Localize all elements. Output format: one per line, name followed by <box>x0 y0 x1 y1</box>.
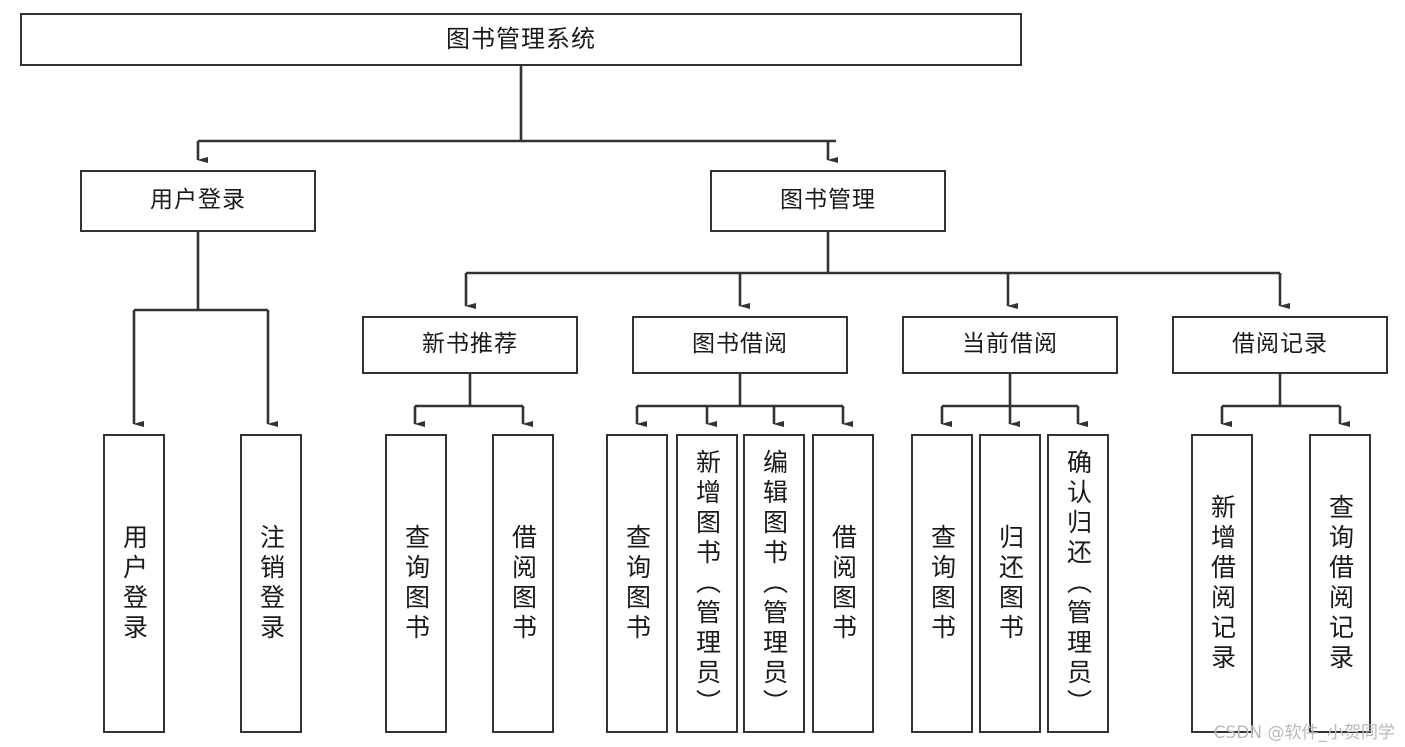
leaf-borrow-book[interactable]: 借阅图书 <box>812 434 874 733</box>
node-label: 用户登录 <box>119 523 149 644</box>
node-root-system[interactable]: 图书管理系统 <box>20 13 1022 66</box>
csdn-watermark: CSDN @软件_小贺同学 <box>1213 723 1395 743</box>
node-new-book-recommend[interactable]: 新书推荐 <box>362 316 578 374</box>
node-book-manage[interactable]: 图书管理 <box>710 170 946 232</box>
leaf-user-login[interactable]: 用户登录 <box>103 434 165 733</box>
leaf-confirm-return[interactable]: 确认归还（管理员） <box>1047 434 1109 733</box>
node-label: 图书管理 <box>780 187 876 214</box>
node-label: 当前借阅 <box>962 331 1058 358</box>
node-label: 确认归还（管理员） <box>1063 448 1093 719</box>
leaf-borrow-book-recommend[interactable]: 借阅图书 <box>492 434 554 733</box>
leaf-edit-book[interactable]: 编辑图书（管理员） <box>743 434 805 733</box>
node-label: 查询图书 <box>401 523 431 644</box>
node-label: 图书借阅 <box>692 331 788 358</box>
node-label: 图书管理系统 <box>446 25 596 54</box>
leaf-add-borrow-record[interactable]: 新增借阅记录 <box>1191 434 1253 733</box>
node-label: 注销登录 <box>256 523 286 644</box>
node-user-login[interactable]: 用户登录 <box>80 170 316 232</box>
node-label: 编辑图书（管理员） <box>759 448 789 719</box>
leaf-query-book-recommend[interactable]: 查询图书 <box>385 434 447 733</box>
leaf-logout-login[interactable]: 注销登录 <box>240 434 302 733</box>
leaf-add-book[interactable]: 新增图书（管理员） <box>676 434 738 733</box>
node-current-borrow[interactable]: 当前借阅 <box>902 316 1118 374</box>
node-label: 归还图书 <box>995 523 1025 644</box>
node-book-borrow[interactable]: 图书借阅 <box>632 316 848 374</box>
node-label: 新增图书（管理员） <box>692 448 722 719</box>
leaf-query-book-current[interactable]: 查询图书 <box>911 434 973 733</box>
node-label: 新增借阅记录 <box>1207 493 1237 674</box>
leaf-return-book[interactable]: 归还图书 <box>979 434 1041 733</box>
node-label: 用户登录 <box>150 187 246 214</box>
leaf-query-borrow-record[interactable]: 查询借阅记录 <box>1309 434 1371 733</box>
node-label: 查询图书 <box>622 523 652 644</box>
node-label: 新书推荐 <box>422 331 518 358</box>
node-borrow-record[interactable]: 借阅记录 <box>1172 316 1388 374</box>
node-label: 查询借阅记录 <box>1325 493 1355 674</box>
leaf-query-book-borrow[interactable]: 查询图书 <box>606 434 668 733</box>
node-label: 借阅图书 <box>508 523 538 644</box>
node-label: 借阅记录 <box>1232 331 1328 358</box>
node-label: 借阅图书 <box>828 523 858 644</box>
node-label: 查询图书 <box>927 523 957 644</box>
